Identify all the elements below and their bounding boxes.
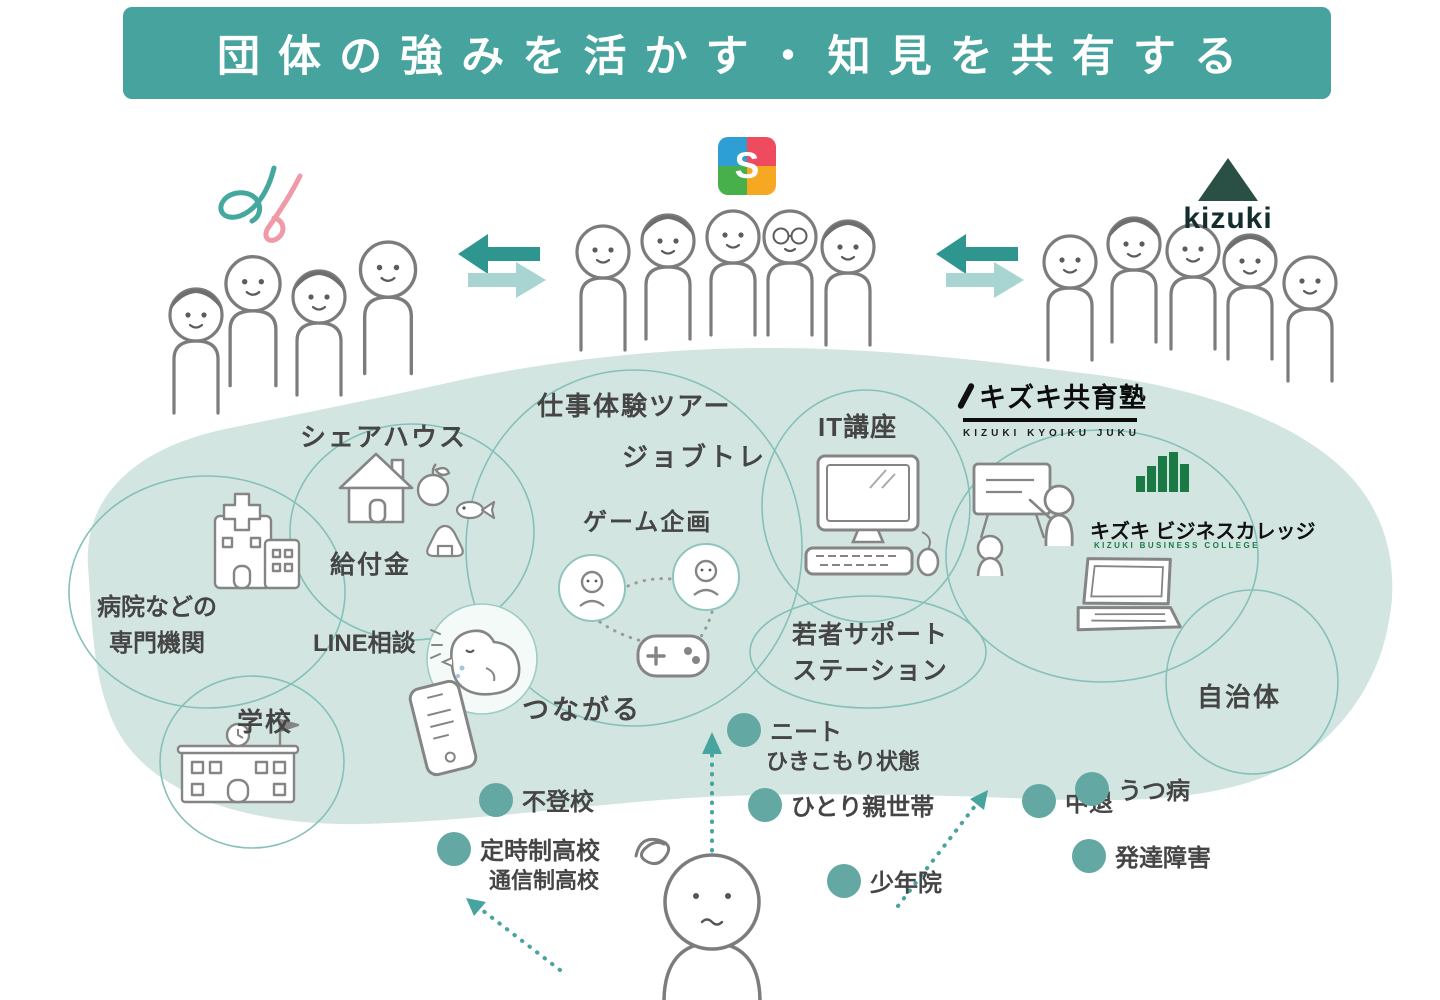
laptop-icon [1076, 557, 1182, 632]
page-title: 団体の強みを活かす・知見を共有する [217, 33, 1256, 81]
kizuki-triangle-icon [1198, 158, 1258, 201]
onigiri-icon [426, 524, 464, 558]
label-hospital: 病院などの 専門機関 [72, 590, 242, 662]
bird-icon [430, 629, 521, 696]
label-sharehouse: シェアハウス [300, 422, 467, 452]
situation-futoukou: 不登校 [479, 782, 594, 817]
kizuki-wordmark: kizuki [1183, 202, 1273, 235]
label-tsunagaru: つながる [522, 695, 642, 725]
situation-tsushinsei: 通信制高校 [489, 868, 600, 893]
bar-chart-icon [1136, 452, 1189, 492]
situation-hikikomori: ひきこもり状態 [766, 749, 921, 774]
dashed-arrows [480, 752, 977, 972]
bullet-dot [1072, 838, 1106, 873]
people-group-right [1042, 216, 1338, 383]
label-jobtre: ジョブトレ [622, 442, 768, 472]
sodateage-logo-letter: S [734, 145, 760, 186]
label-it-course: IT講座 [818, 412, 898, 442]
label-saposute: 若者サポート ステーション [765, 617, 975, 690]
business-college-subtitle: KIZUKI BUSINESS COLLEGE [1094, 541, 1260, 550]
business-college-title: キズキ ビジネスカレッジ [1090, 521, 1316, 543]
label-jichitai: 自治体 [1197, 682, 1282, 712]
hospital-icon [213, 492, 301, 590]
situation-shounenin: 少年院 [827, 863, 942, 898]
bullet-dot [727, 712, 761, 747]
game-controller-icon [636, 634, 710, 678]
bullet-dot [1022, 783, 1056, 818]
fish-icon [455, 500, 496, 520]
cluster-outlines [68, 369, 1339, 849]
school-icon [176, 718, 300, 804]
kyoiku-juku-title: キズキ共育塾 [979, 383, 1147, 413]
house-icon [338, 452, 414, 524]
label-line-soudan: LINE相談 [313, 630, 416, 657]
title-banner: 団体の強みを活かす・知見を共有する [123, 7, 1331, 99]
squiggle-icon [634, 837, 671, 866]
people-group-left [168, 240, 418, 415]
situation-neet: ニート [727, 712, 842, 747]
kizuki-logo: kizuki [1180, 158, 1276, 236]
situation-hattatsu: 発達障害 [1072, 838, 1211, 873]
arrowhead-upright [970, 790, 988, 810]
chat-bubbles-icon [558, 543, 740, 644]
label-gakkou: 学校 [237, 707, 294, 737]
underline [963, 418, 1137, 422]
dp-logo-icon [218, 165, 303, 243]
bullet-dot [1075, 771, 1109, 806]
arrowhead-upleft [466, 898, 486, 916]
phone-icon [408, 679, 478, 777]
sodateage-logo: S [718, 137, 776, 195]
worried-person [634, 837, 762, 1000]
label-saposute-line2: ステーション [792, 657, 948, 686]
bullet-dot [827, 863, 861, 898]
bullet-dot [437, 831, 471, 866]
people-group-middle [575, 209, 876, 352]
situation-utsubyou: うつ病 [1075, 771, 1190, 806]
label-hospital-line1: 病院などの [97, 594, 217, 621]
label-work-tour: 仕事体験ツアー [537, 391, 732, 421]
arrowhead-up [702, 732, 722, 754]
label-saposute-line1: 若者サポート [791, 621, 948, 649]
whiteboard-icon [972, 462, 1075, 577]
apple-icon [416, 463, 451, 507]
situation-teijisei: 定時制高校 [437, 831, 600, 866]
kizuki-kyoiku-juku-logo: キズキ共育塾 KIZUKI KYOIKU JUKU [956, 376, 1147, 439]
kyoiku-juku-subtitle: KIZUKI KYOIKU JUKU [963, 428, 1141, 439]
situation-single-parent: ひとり親世帯 [748, 787, 934, 822]
bullet-dot [479, 782, 513, 817]
bullet-dot [748, 787, 782, 822]
label-game-plan: ゲーム企画 [583, 509, 713, 536]
label-kyufukin: 給付金 [330, 551, 412, 579]
computer-icon [804, 454, 940, 577]
label-hospital-line2: 専門機関 [109, 630, 205, 657]
